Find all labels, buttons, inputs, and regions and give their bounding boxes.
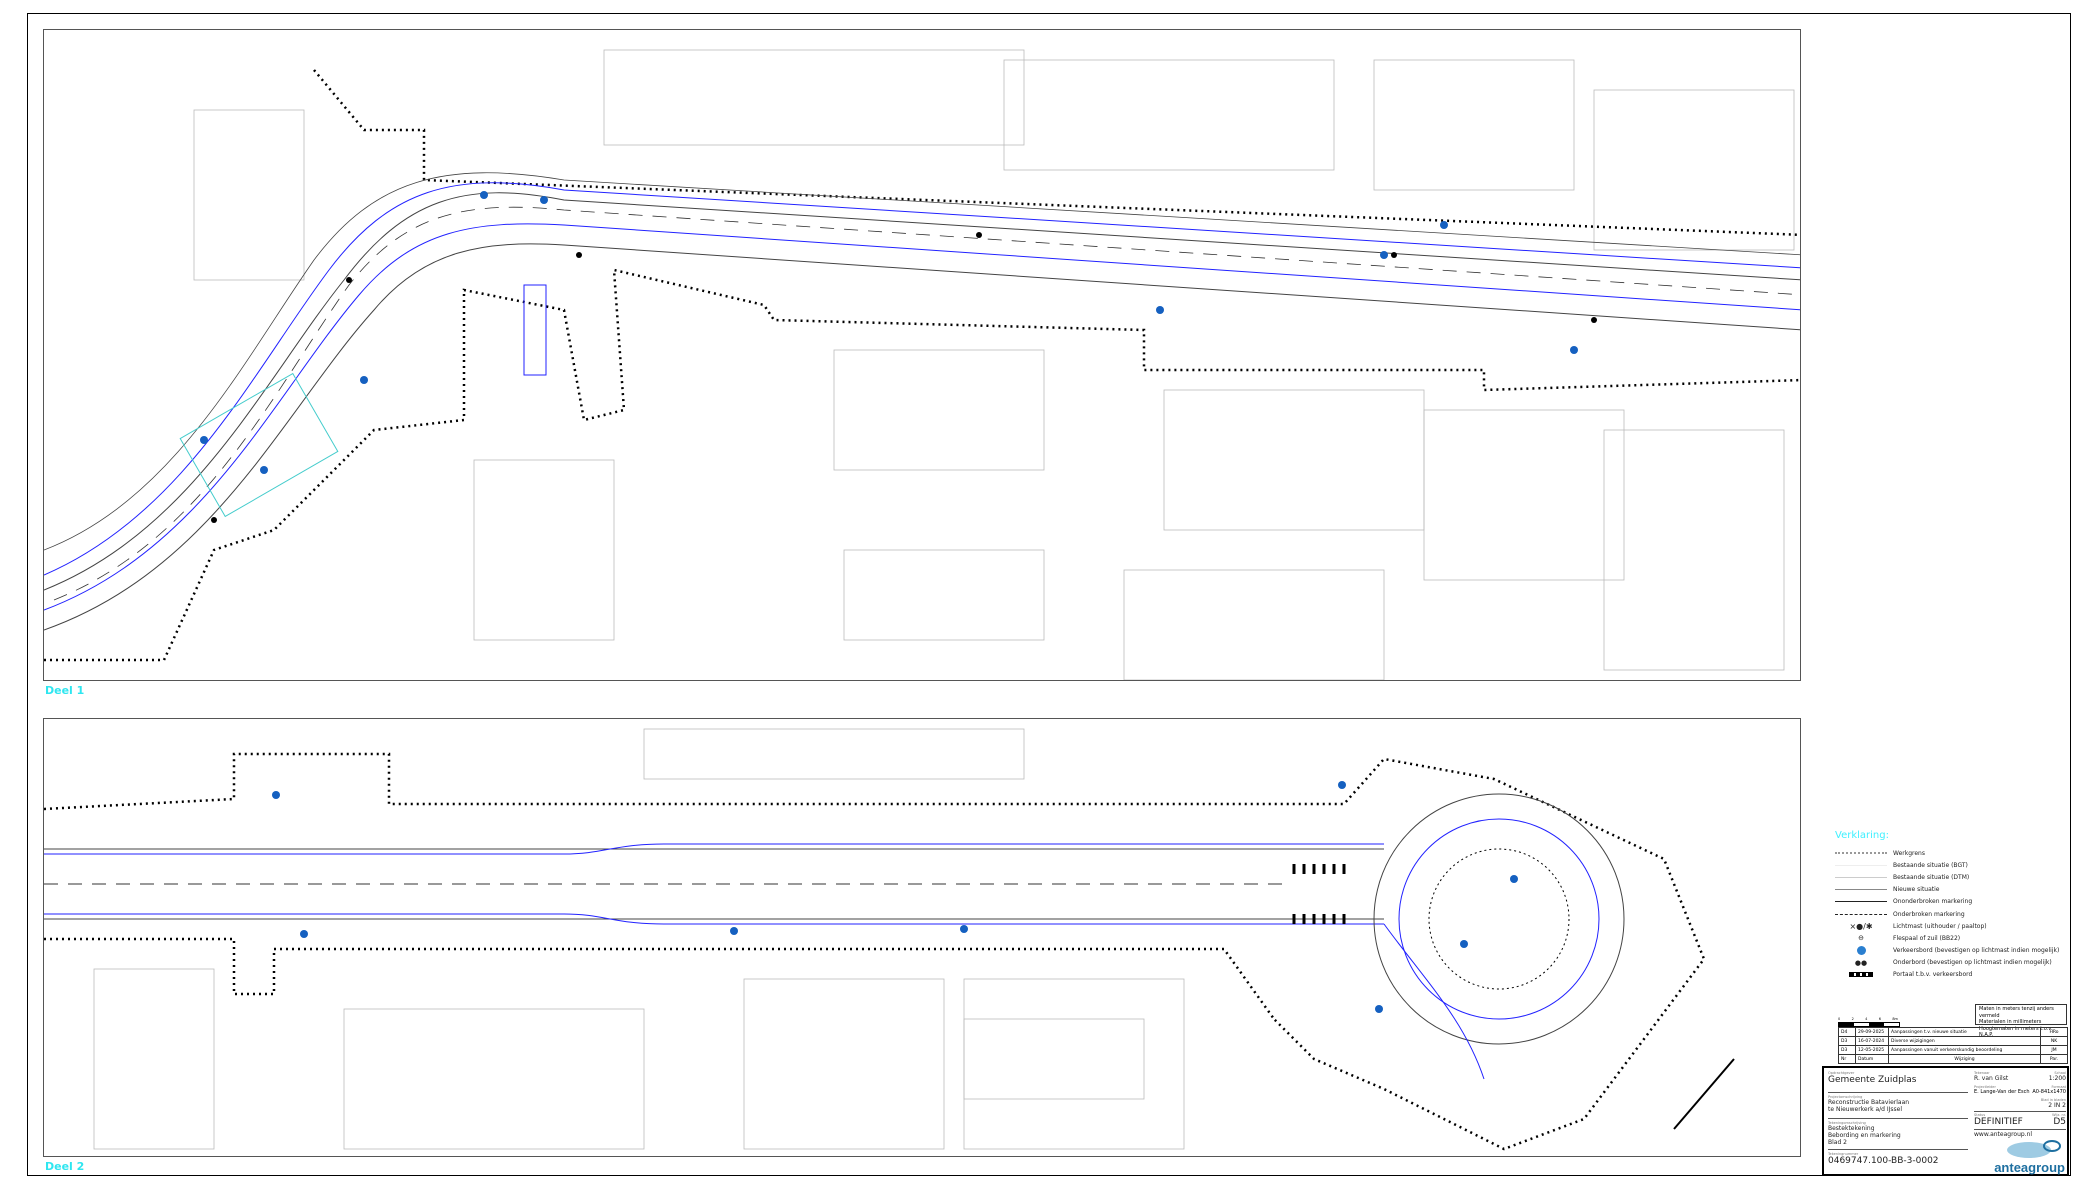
drawing-frame (27, 13, 2071, 1176)
existing-buildings (193, 49, 1795, 680)
legend: Verklaring: Werkgrens Bestaande situatie… (1835, 830, 2075, 981)
traffic-sign-icon (1835, 946, 1887, 956)
legend-item: ×●/✱Lichtmast (uithouder / paaltop) (1835, 920, 2075, 932)
legend-item: Onderbroken markering (1835, 908, 2075, 920)
legend-title: Verklaring: (1835, 830, 1889, 841)
legend-item: Portaal t.b.v. verkeersbord (1835, 969, 2075, 981)
solid-marking-icon (1835, 901, 1887, 903)
legend-item: Ononderbroken markering (1835, 896, 2075, 908)
legend-item: ⊖Flespaal of zuil (BB22) (1835, 932, 2075, 944)
drawing-notes: Maten in meters tenzij anders vermeld Ma… (1975, 1004, 2067, 1038)
new-situation-line (44, 182, 1800, 576)
lightpole-icon: ×●/✱ (1849, 921, 1873, 931)
traffic-sign-icons (200, 191, 1578, 474)
client-name: Gemeente Zuidplas (1828, 1075, 1917, 1085)
line-icon (1835, 889, 1887, 891)
panel-label-deel-1: Deel 1 (45, 684, 85, 697)
status: DEFINITIEF (1974, 1117, 2023, 1127)
scalebar-graphic (1838, 1022, 1900, 1027)
drawing-number: 0469747.100-BB-3-0002 (1828, 1156, 1939, 1166)
subsign-icon: ●● (1854, 958, 1868, 967)
work-boundary-south (44, 268, 1800, 662)
plan-panel-deel-2[interactable] (43, 718, 1801, 1157)
legend-item: Nieuwe situatie (1835, 884, 2075, 896)
svg-text:anteagroup: anteagroup (1994, 1160, 2065, 1175)
legend-item: Verkeersbord (bevestigen op lichtmast in… (1835, 945, 2075, 957)
panel-label-deel-2: Deel 2 (45, 1160, 85, 1173)
bollard-icon: ⊖ (1858, 934, 1864, 943)
dashed-marking-icon (1835, 913, 1887, 915)
thin-line-icon (1835, 864, 1887, 866)
thin-line-icon (1835, 876, 1887, 878)
plan-panel-deel-1[interactable] (43, 29, 1801, 681)
plan-drawing-2 (44, 728, 1735, 1151)
work-boundary-north (313, 69, 1800, 237)
gantry-icon (1835, 971, 1887, 979)
dotted-line-icon (1835, 852, 1887, 855)
legend-item: ●●Onderbord (bevestigen op lichtmast ind… (1835, 957, 2075, 969)
legend-item: Bestaande situatie (BGT) (1835, 859, 2075, 871)
legend-item: Bestaande situatie (DTM) (1835, 871, 2075, 883)
plan-drawing-1 (44, 49, 1800, 680)
anteagroup-logo: anteagroup (1994, 1140, 2065, 1175)
legend-item: Werkgrens (1835, 847, 2075, 859)
title-block: Opdrachtgever Gemeente Zuidplas Projecto… (1822, 1066, 2069, 1176)
